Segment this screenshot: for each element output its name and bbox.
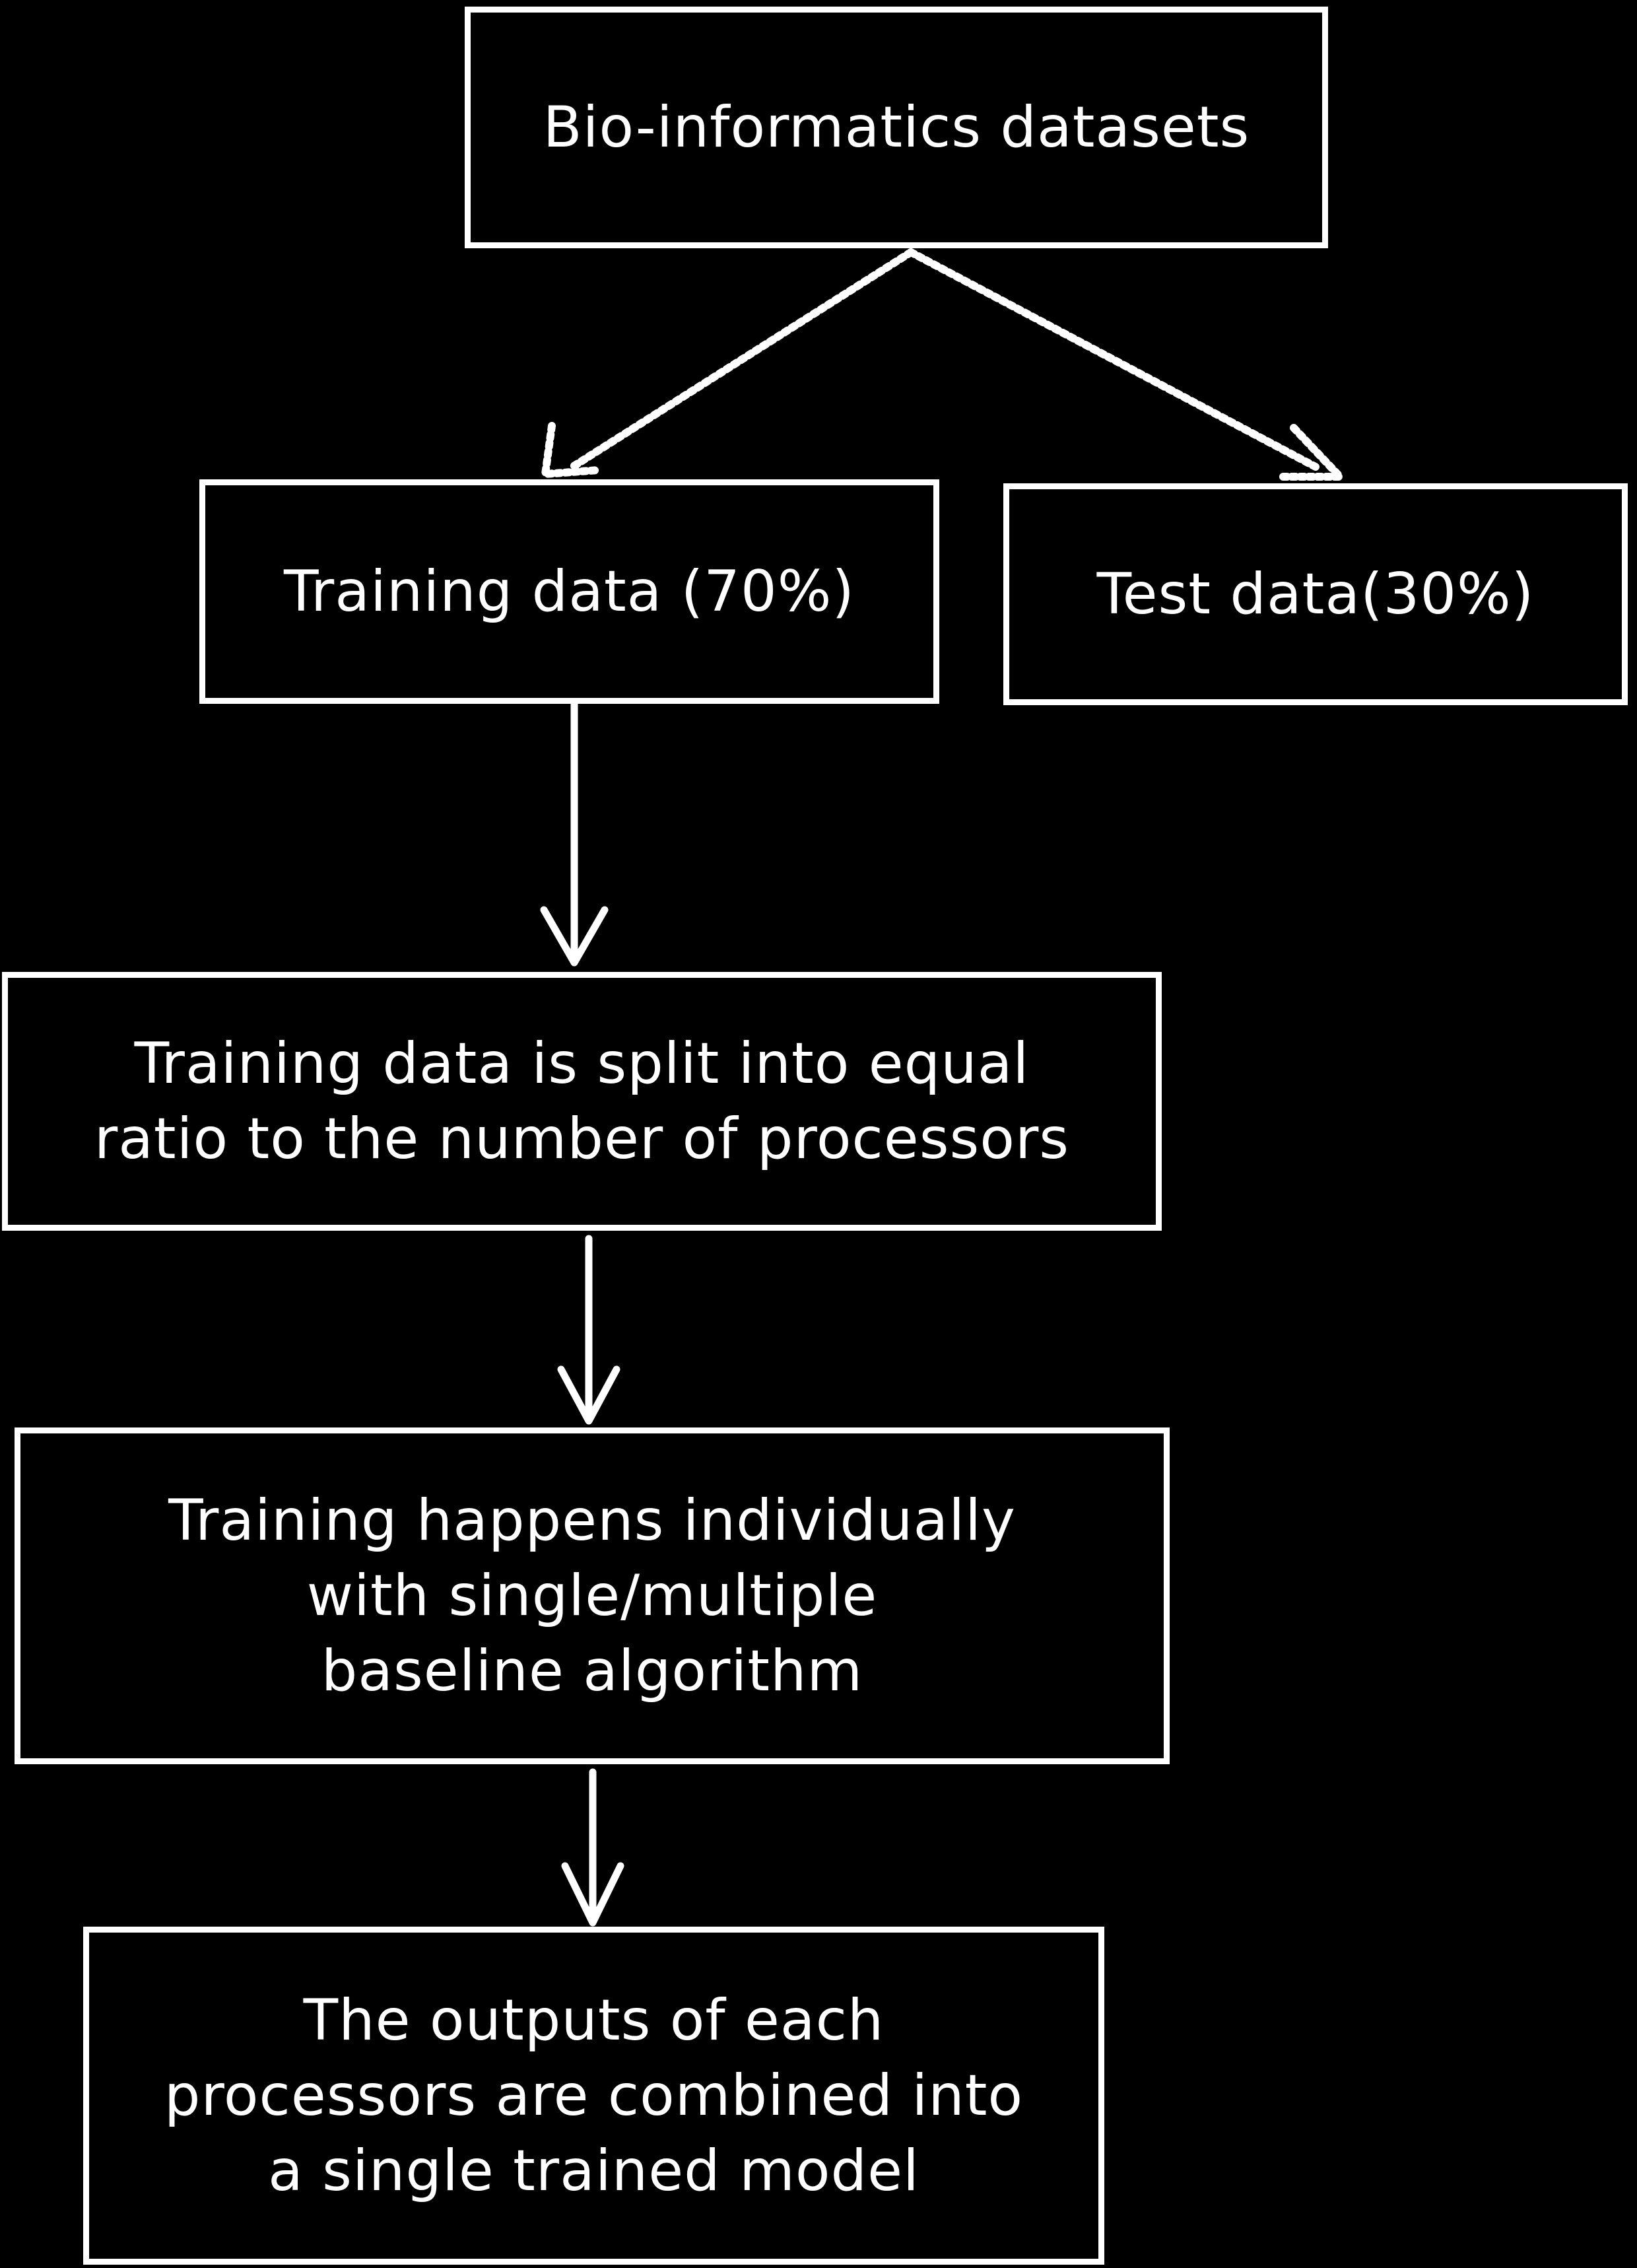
node-individual-line-1: Training happens individually	[168, 1488, 1016, 1554]
node-combine-line-3: a single trained model	[268, 2138, 919, 2204]
node-test-line-1: Test data(30%)	[1096, 561, 1535, 627]
node-training-data: Training data (70%)	[199, 479, 939, 704]
arrowhead-individual	[557, 1365, 620, 1425]
node-split-training-data: Training data is split into equal ratio …	[2, 972, 1162, 1231]
node-test-data: Test data(30%)	[1003, 483, 1628, 705]
arrow-datasets-to-test	[907, 248, 1320, 471]
arrowhead-test	[1279, 424, 1344, 481]
arrow-datasets-to-training	[568, 248, 915, 471]
node-split-line-2: ratio to the number of processors	[94, 1106, 1070, 1172]
node-training-line-1: Training data (70%)	[284, 559, 855, 625]
arrowhead-split	[540, 906, 609, 967]
node-datasets-line-1: Bio-informatics datasets	[543, 94, 1250, 160]
arrowhead-combine	[561, 1862, 624, 1927]
arrowhead-training	[541, 422, 602, 478]
node-individual-training: Training happens individually with singl…	[15, 1427, 1170, 1764]
node-combine-line-2: processors are combined into	[164, 2063, 1024, 2129]
node-combined-model: The outputs of each processors are combi…	[83, 1927, 1104, 2265]
node-split-line-1: Training data is split into equal	[134, 1031, 1030, 1097]
node-combine-line-1: The outputs of each	[303, 1987, 885, 2053]
node-bioinformatics-datasets: Bio-informatics datasets	[465, 7, 1328, 248]
node-individual-line-2: with single/multiple	[306, 1563, 878, 1629]
node-individual-line-3: baseline algorithm	[321, 1638, 863, 1704]
